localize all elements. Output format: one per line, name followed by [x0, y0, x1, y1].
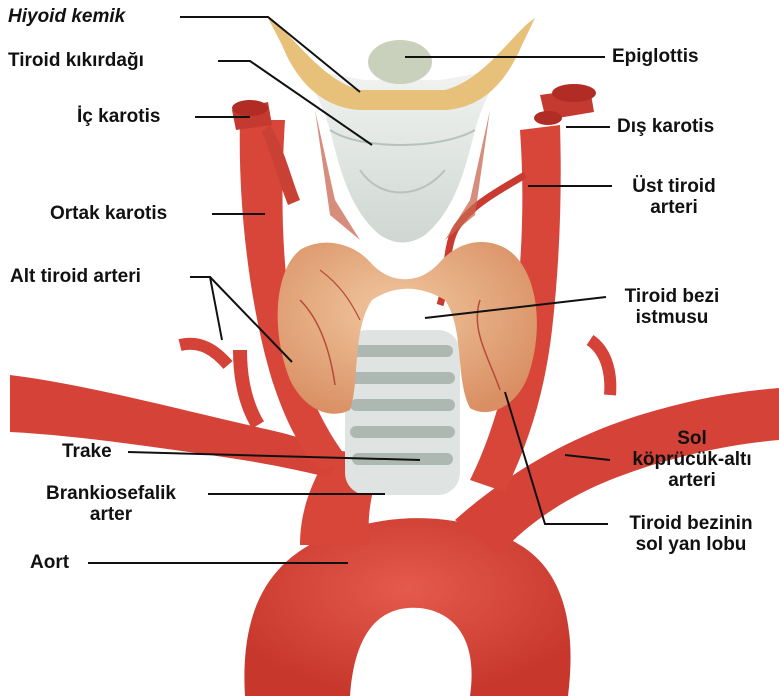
- aorta: [244, 518, 570, 696]
- label-istmus-line2: istmusu: [608, 307, 736, 328]
- label-ust-tiroid-arteri: Üst tiroid arteri: [614, 176, 734, 218]
- label-ust-tiroid-line2: arteri: [614, 197, 734, 218]
- label-brankiosefalik-line2: arter: [18, 504, 204, 525]
- label-kopruculk-line1: Sol: [612, 428, 772, 449]
- label-trake: Trake: [62, 441, 112, 462]
- label-brankiosefalik-line1: Brankiosefalik: [18, 483, 204, 504]
- label-sol-koprucuk-alti-arteri: Sol köprücük-altı arteri: [612, 428, 772, 491]
- label-ic-karotis: İç karotis: [77, 106, 160, 127]
- label-alt-tiroid-arteri: Alt tiroid arteri: [10, 266, 141, 287]
- label-istmus-line1: Tiroid bezi: [608, 286, 736, 307]
- label-ust-tiroid-line1: Üst tiroid: [614, 176, 734, 197]
- label-kopruculk-line2: köprücük-altı: [612, 449, 772, 470]
- label-tiroid-bezi-istmusu: Tiroid bezi istmusu: [608, 286, 736, 328]
- label-dis-karotis: Dış karotis: [617, 116, 714, 137]
- label-epiglottis: Epiglottis: [612, 46, 699, 67]
- label-hiyoid-kemik: Hiyoid kemik: [8, 6, 125, 27]
- label-tiroid-bezinin-sol-yan-lobu: Tiroid bezinin sol yan lobu: [610, 513, 772, 555]
- label-ortak-karotis: Ortak karotis: [50, 203, 167, 224]
- label-kopruculk-line3: arteri: [612, 470, 772, 491]
- epiglottis: [368, 40, 432, 84]
- label-aort: Aort: [30, 552, 69, 573]
- trachea: [345, 330, 460, 495]
- label-tiroid-kikirdagi: Tiroid kıkırdağı: [8, 50, 144, 71]
- leader-alt-tiroid-a: [190, 277, 222, 340]
- label-sol-lob-line2: sol yan lobu: [610, 534, 772, 555]
- label-sol-lob-line1: Tiroid bezinin: [610, 513, 772, 534]
- label-brankiosefalik: Brankiosefalik arter: [18, 483, 204, 525]
